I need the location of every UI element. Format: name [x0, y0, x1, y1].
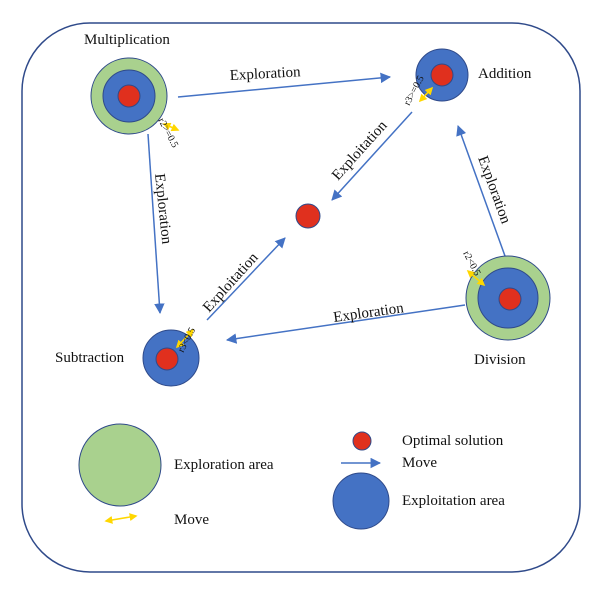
label-subtraction: Subtraction — [55, 350, 125, 366]
legend-exploration-area-label: Exploration area — [174, 457, 274, 473]
edge-div-to-add — [456, 125, 506, 257]
edge-mult-to-sub — [147, 133, 165, 315]
optimal-solution-dot — [430, 63, 454, 87]
legend-move-double-arrow-icon — [104, 513, 138, 524]
edge-label-div-to-sub: Exploration — [332, 300, 405, 326]
node-multiplication: Multiplication r2>=0.5 — [84, 32, 180, 150]
legend-optimal-solution-swatch — [352, 431, 372, 451]
node-addition: Addition r3>=0.5 — [402, 48, 532, 107]
optimal-solution-dot — [117, 84, 141, 108]
edge-mult-to-add — [177, 72, 392, 98]
label-addition: Addition — [478, 66, 532, 82]
node-division: Division r2<0.5 — [460, 249, 551, 368]
legend: Exploration area Move Optimal solution M… — [78, 423, 505, 530]
param-multiplication: r2>=0.5 — [155, 116, 180, 150]
outer-border — [21, 22, 581, 573]
optimal-solution-dot — [498, 287, 522, 311]
edge-label-div-to-add: Exploration — [474, 154, 513, 226]
move-double-arrow-icon — [162, 122, 180, 132]
edge-label-mult-to-add: Exploration — [229, 64, 301, 84]
move-double-arrow-icon — [418, 86, 434, 103]
edge-label-sub-to-center: Exploitation — [200, 249, 262, 315]
legend-optimal-solution-label: Optimal solution — [402, 433, 504, 449]
edge-sub-to-center — [206, 237, 286, 321]
legend-move-double-label: Move — [174, 512, 209, 528]
move-double-arrow-icon — [175, 328, 195, 349]
node-subtraction: Subtraction r3<0.5 — [55, 326, 200, 387]
legend-exploration-area-swatch — [78, 423, 162, 507]
move-double-arrow-icon — [466, 269, 486, 287]
legend-exploitation-area-label: Exploitation area — [402, 493, 505, 509]
label-multiplication: Multiplication — [84, 32, 170, 48]
legend-move-arrow-label: Move — [402, 455, 437, 471]
edge-label-add-to-center: Exploitation — [329, 117, 391, 183]
center-optimal-solution-dot — [295, 203, 321, 229]
edge-add-to-center — [331, 111, 413, 201]
edge-div-to-sub — [225, 304, 466, 344]
legend-exploitation-area-swatch — [332, 472, 390, 530]
param-division: r2<0.5 — [460, 249, 482, 278]
label-division: Division — [474, 352, 526, 368]
edge-label-mult-to-sub: Exploration — [151, 173, 174, 246]
optimal-solution-dot — [155, 347, 179, 371]
